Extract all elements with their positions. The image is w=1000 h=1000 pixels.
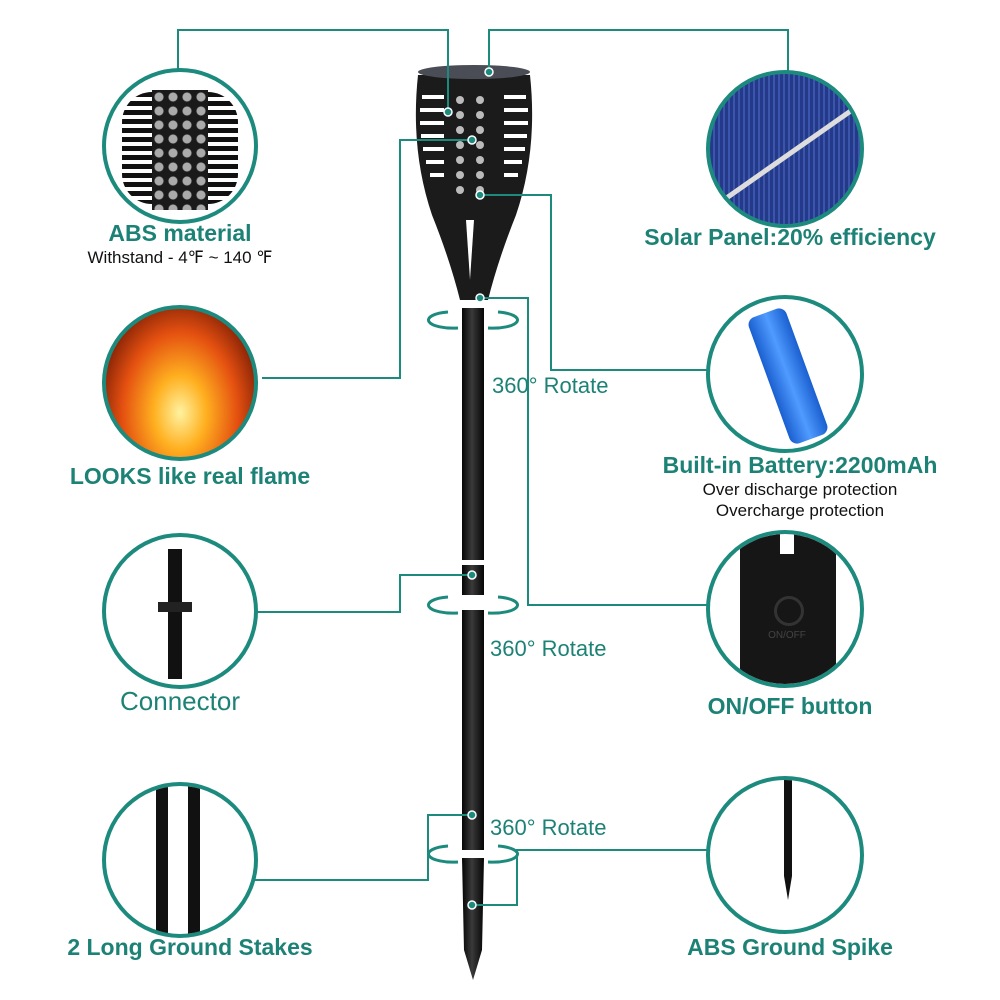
callout-dots xyxy=(443,67,494,910)
battery-title: Built-in Battery:2200mAh xyxy=(662,452,938,478)
ground-stakes-image xyxy=(102,782,258,938)
pole-lower xyxy=(462,610,484,850)
battery-sub-1: Over discharge protection xyxy=(702,480,898,499)
rotate-label-2: 360° Rotate xyxy=(490,636,607,661)
ground-spike xyxy=(462,858,484,980)
connector-title: Connector xyxy=(120,686,240,716)
on-off-print: ON/OFF xyxy=(768,630,806,641)
rotate-label-1: 360° Rotate xyxy=(492,373,609,398)
flame-image xyxy=(102,305,258,461)
battery-sub-2: Overcharge protection xyxy=(715,501,885,520)
flame-title: LOOKS like real flame xyxy=(69,463,311,489)
on-off-button-image: ON/OFF xyxy=(706,530,864,688)
pole-upper xyxy=(462,308,484,560)
ground-stakes-title: 2 Long Ground Stakes xyxy=(67,934,313,960)
abs-material-image xyxy=(102,68,258,224)
abs-material-subtitle: Withstand - 4℉ ~ 140 ℉ xyxy=(87,248,273,267)
ground-spike-image xyxy=(706,776,864,934)
torch-head xyxy=(415,65,533,300)
connector-piece xyxy=(462,565,484,595)
abs-material-title: ABS material xyxy=(108,220,252,246)
solar-panel-title: Solar Panel:20% efficiency xyxy=(644,224,936,250)
leader-lines xyxy=(177,29,789,906)
connector-image xyxy=(102,533,258,689)
battery-image xyxy=(706,295,864,453)
ground-spike-title: ABS Ground Spike xyxy=(687,934,893,960)
rotate-label-3: 360° Rotate xyxy=(490,815,607,840)
on-off-title: ON/OFF button xyxy=(707,693,873,719)
solar-panel-image xyxy=(706,70,864,228)
